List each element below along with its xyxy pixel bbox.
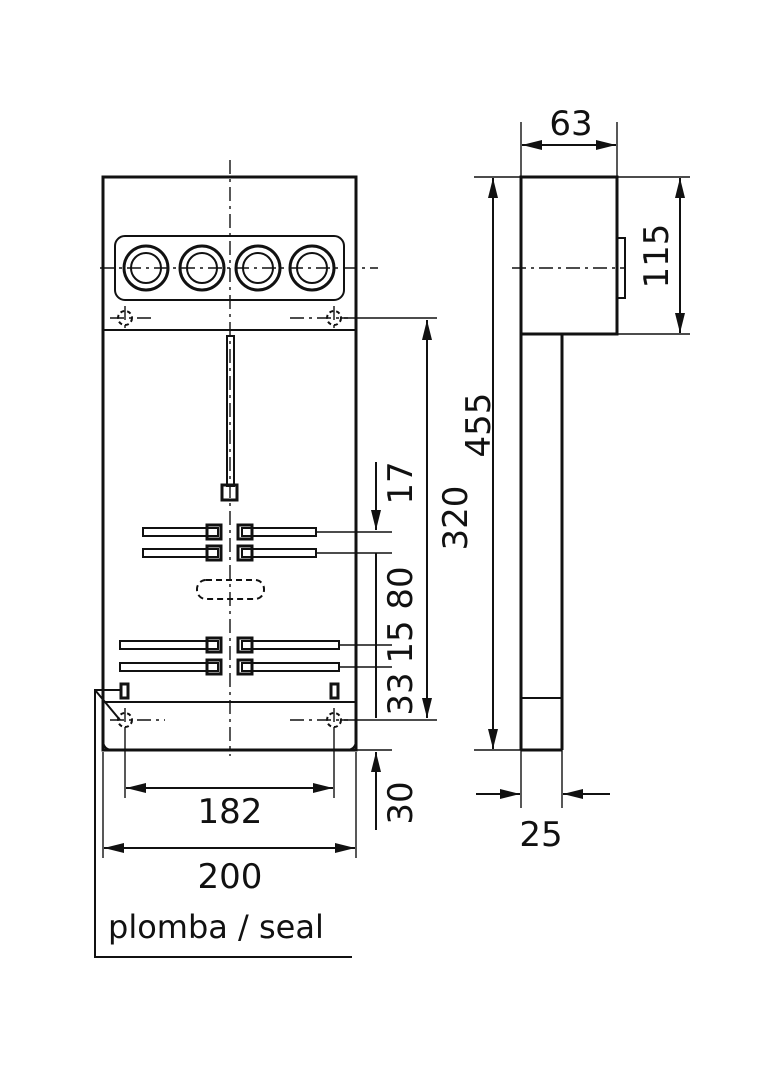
rail-clip <box>205 658 223 676</box>
rail-clip <box>205 544 223 562</box>
bottom-cover <box>102 701 357 751</box>
rail-left-4 <box>119 662 219 672</box>
front-dimensions: 182 200 320 17 80 15 33 30 plomba / seal <box>102 317 476 946</box>
side-top-box <box>519 175 619 336</box>
rail-clip <box>236 636 254 654</box>
dim-30-text: 30 <box>381 781 421 824</box>
seal-tab-left <box>119 682 130 700</box>
cable-gland-4 <box>288 244 336 292</box>
dim-455-text: 455 <box>459 393 499 458</box>
seal-label: plomba / seal <box>108 908 324 946</box>
front-view <box>94 160 378 958</box>
rail-right-4 <box>241 662 340 672</box>
lower-rails <box>119 636 340 676</box>
dim-320-text: 320 <box>436 486 476 551</box>
meter-hook <box>220 483 239 502</box>
dim-15-text: 15 <box>381 620 421 663</box>
cable-gland-1-inner <box>130 252 162 284</box>
dashed-window <box>196 579 265 600</box>
seal-tab-right <box>329 682 340 700</box>
rail-left-2 <box>142 548 219 558</box>
dim-17-text: 17 <box>381 461 421 504</box>
rail-clip <box>236 544 254 562</box>
dim-182-text: 182 <box>198 792 263 832</box>
rail-left-3 <box>119 640 219 650</box>
side-dimensions: 63 115 455 25 <box>459 104 690 855</box>
rail-clip <box>236 658 254 676</box>
cable-gland-1 <box>122 244 170 292</box>
cable-gland-2-inner <box>186 252 218 284</box>
dim-115-text: 115 <box>637 224 677 289</box>
dim-63-text: 63 <box>549 104 592 144</box>
upper-rails <box>142 523 317 562</box>
dim-25-text: 25 <box>519 815 562 855</box>
dim-33-text: 33 <box>381 672 421 715</box>
cable-gland-4-inner <box>296 252 328 284</box>
rail-right-3 <box>241 640 340 650</box>
rail-clip <box>236 523 254 541</box>
cable-glands <box>122 244 336 292</box>
cable-gland-2 <box>178 244 226 292</box>
rail-clip <box>205 636 223 654</box>
dim-200-text: 200 <box>198 857 263 897</box>
seal-leader <box>94 689 352 958</box>
cable-gland-3-inner <box>242 252 274 284</box>
cable-gland-3 <box>234 244 282 292</box>
rail-left-1 <box>142 527 219 537</box>
dim-80-text: 80 <box>381 566 421 609</box>
side-latch <box>616 237 626 299</box>
rail-clip <box>205 523 223 541</box>
mounting-holes-top <box>110 306 348 332</box>
mounting-holes-bottom <box>110 708 348 734</box>
seal-leader-pointer <box>94 689 121 721</box>
side-view <box>512 175 626 752</box>
